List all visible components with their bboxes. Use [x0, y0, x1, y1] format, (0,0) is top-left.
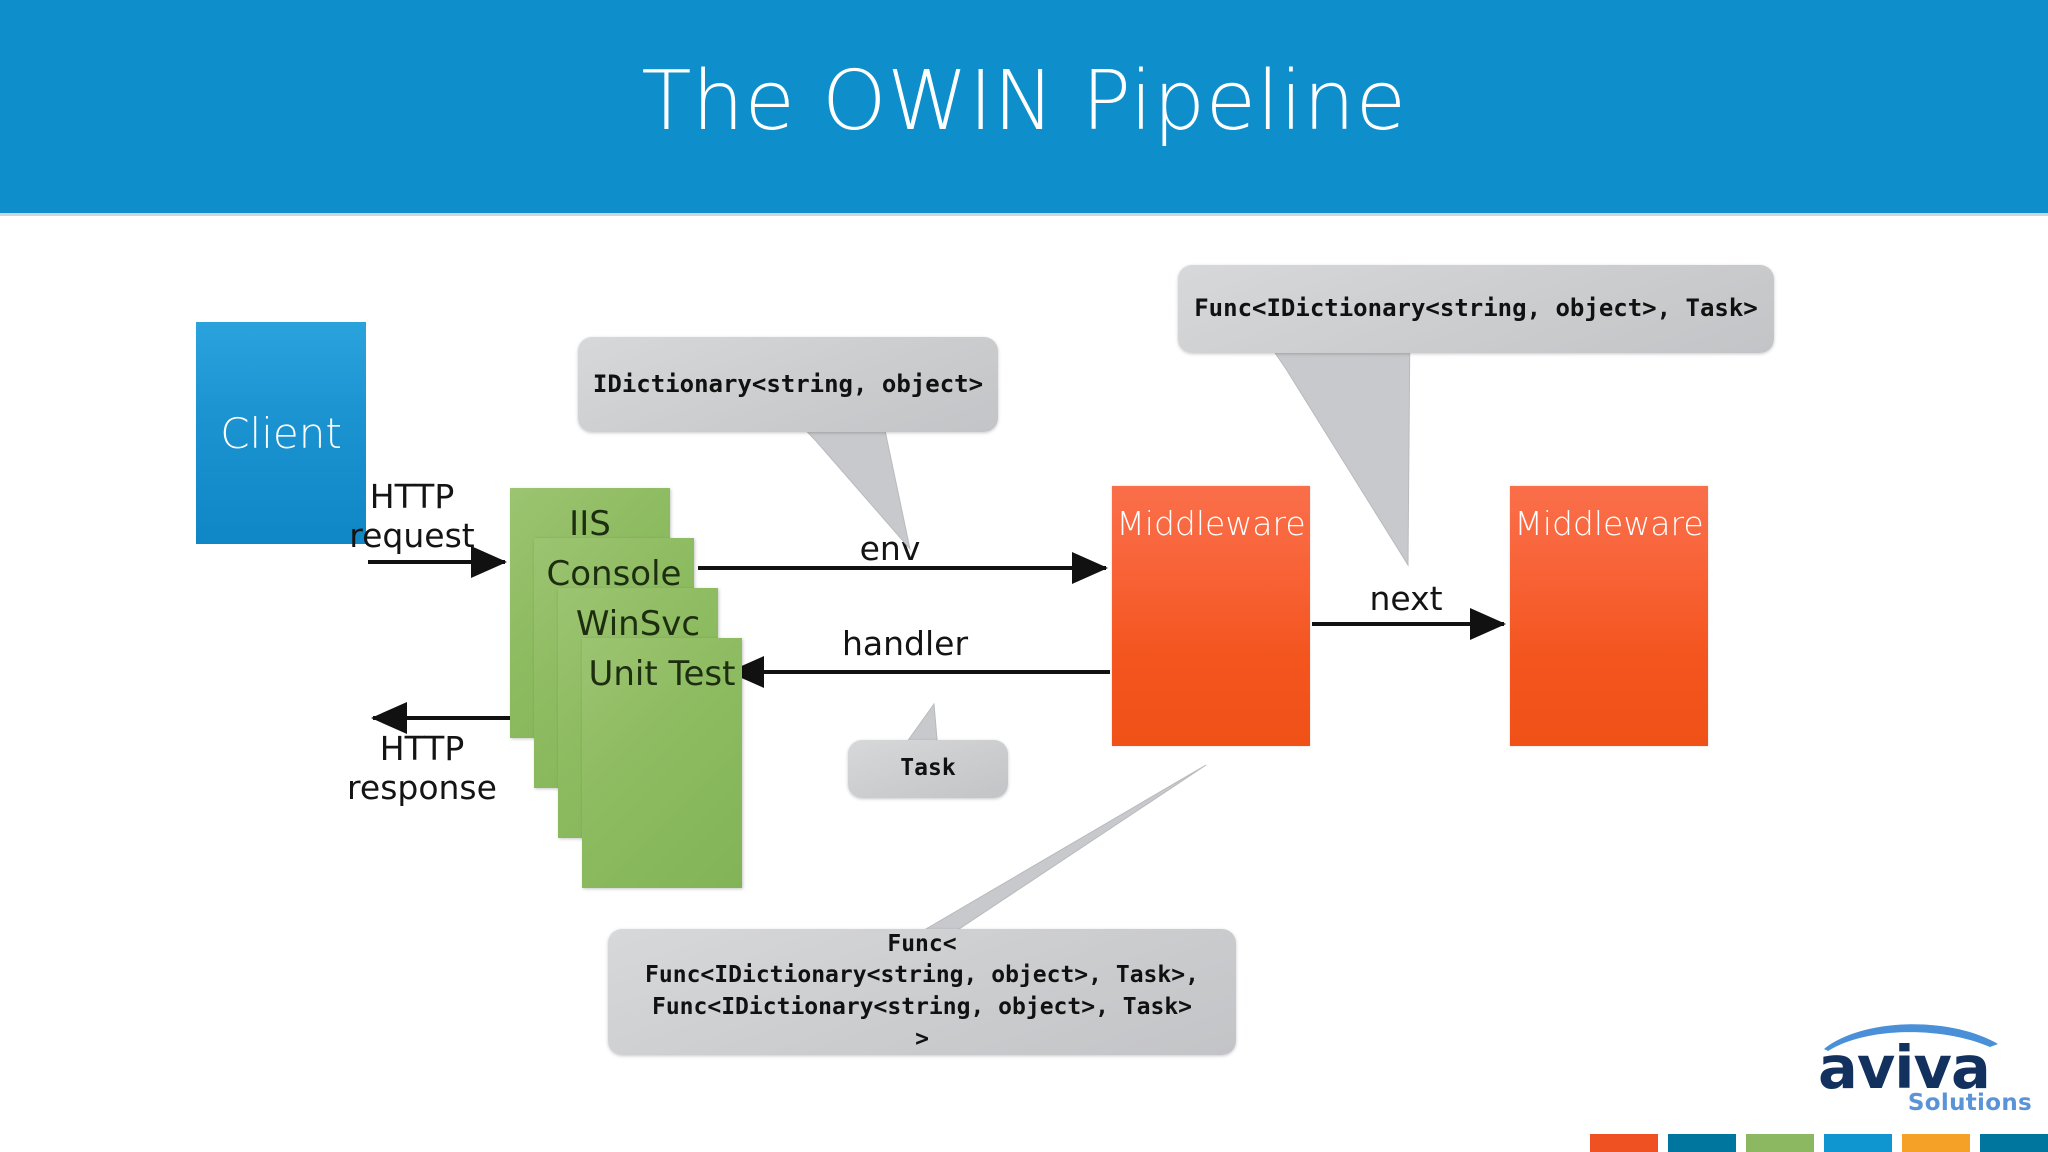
logo-subtitle: Solutions [1907, 1090, 2032, 1116]
host-card-label: Console [546, 554, 682, 594]
host-card-label: IIS [569, 504, 611, 544]
edge-label-handler: handler [841, 624, 969, 663]
logo-wordmark: aviva [1818, 1033, 1991, 1102]
callout-text: Func<IDictionary<string, object>, Task> [1194, 294, 1758, 323]
swatch-teal [1668, 1134, 1736, 1152]
callout-body: Func<IDictionary<string, object>, Task> [1178, 265, 1774, 353]
host-card-unit-test: Unit Test [582, 638, 742, 888]
callout-body: Func< Func<IDictionary<string, object>, … [608, 929, 1236, 1055]
callout-body: IDictionary<string, object> [578, 337, 998, 432]
node-client: Client [196, 322, 366, 544]
host-card-label: Unit Test [588, 654, 736, 694]
node-middleware-2: Middleware [1510, 486, 1708, 746]
header-divider [0, 213, 2048, 216]
node-middleware-1: Middleware [1112, 486, 1310, 746]
node-middleware-label: Middleware [1116, 504, 1306, 543]
swoosh-icon [1824, 1024, 1998, 1051]
edge-label-next: next [1369, 579, 1443, 618]
edge-label-http-response: HTTP response [347, 729, 497, 807]
node-client-label: Client [220, 408, 342, 458]
callout-body: Task [848, 740, 1008, 798]
brand-swatch-bar [1590, 1134, 2048, 1152]
swatch-green [1746, 1134, 1814, 1152]
page-title: The OWIN Pipeline [641, 53, 1407, 149]
callout-text: Func< Func<IDictionary<string, object>, … [645, 930, 1199, 1052]
callout-text: Task [900, 755, 956, 782]
swatch-blue [1824, 1134, 1892, 1152]
host-card-label: WinSvc [575, 604, 701, 644]
callout-text: IDictionary<string, object> [592, 369, 984, 398]
aviva-logo: aviva Solutions [1818, 1018, 2032, 1115]
swatch-teal-2 [1980, 1134, 2048, 1152]
header-banner: The OWIN Pipeline [0, 0, 2048, 213]
swatch-orange-red [1590, 1134, 1658, 1152]
swatch-orange [1902, 1134, 1970, 1152]
edge-label-http-request: HTTP request [349, 477, 475, 555]
node-middleware-label: Middleware [1514, 504, 1704, 543]
